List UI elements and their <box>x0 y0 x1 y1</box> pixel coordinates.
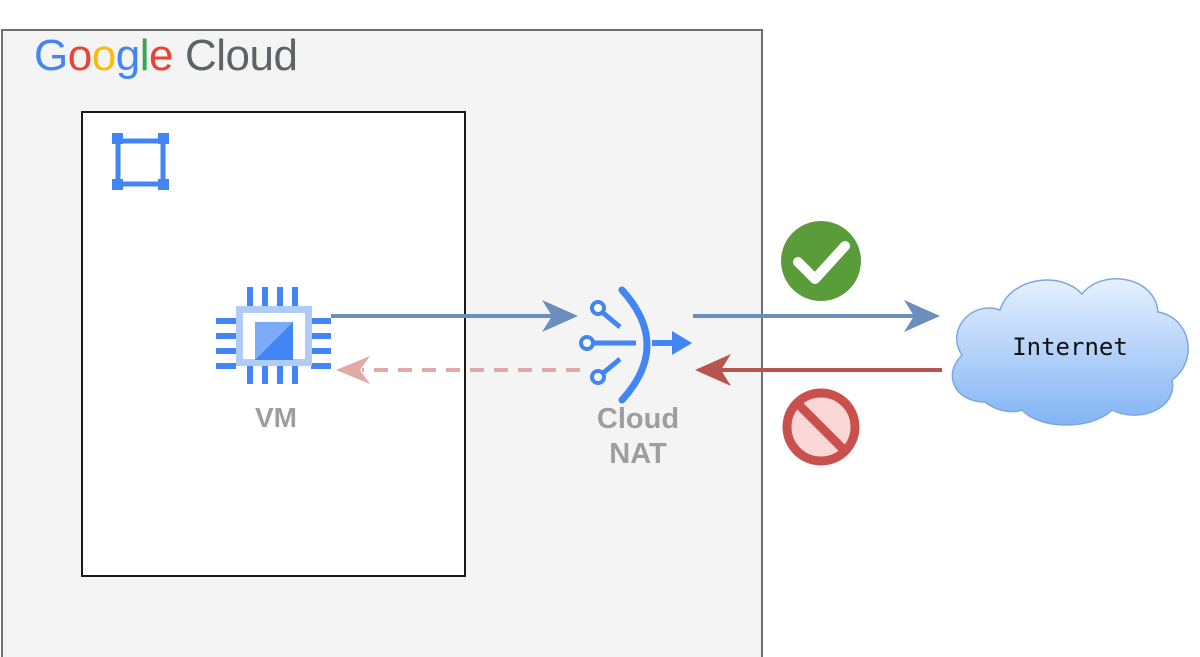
internet-to-nat-arrow <box>695 354 942 386</box>
cloud-nat-icon <box>579 286 692 404</box>
vpc-network-icon <box>112 133 169 190</box>
nat-to-internet-arrow <box>693 300 940 332</box>
blocked-icon <box>782 388 860 466</box>
internet-label: Internet <box>1012 333 1128 361</box>
checkmark-icon <box>781 221 861 301</box>
vm-label: VM <box>255 402 297 433</box>
cloud-nat-label-line1: Cloud <box>596 403 680 435</box>
internet-cloud <box>951 278 1189 426</box>
vm-to-nat-arrow <box>331 300 578 332</box>
cloud-nat-label-line2: NAT <box>609 438 667 470</box>
compute-engine-icon <box>216 287 331 384</box>
nat-to-vm-dashed-arrow <box>336 356 580 384</box>
cloud-nat-label: Cloud NAT <box>578 402 698 472</box>
